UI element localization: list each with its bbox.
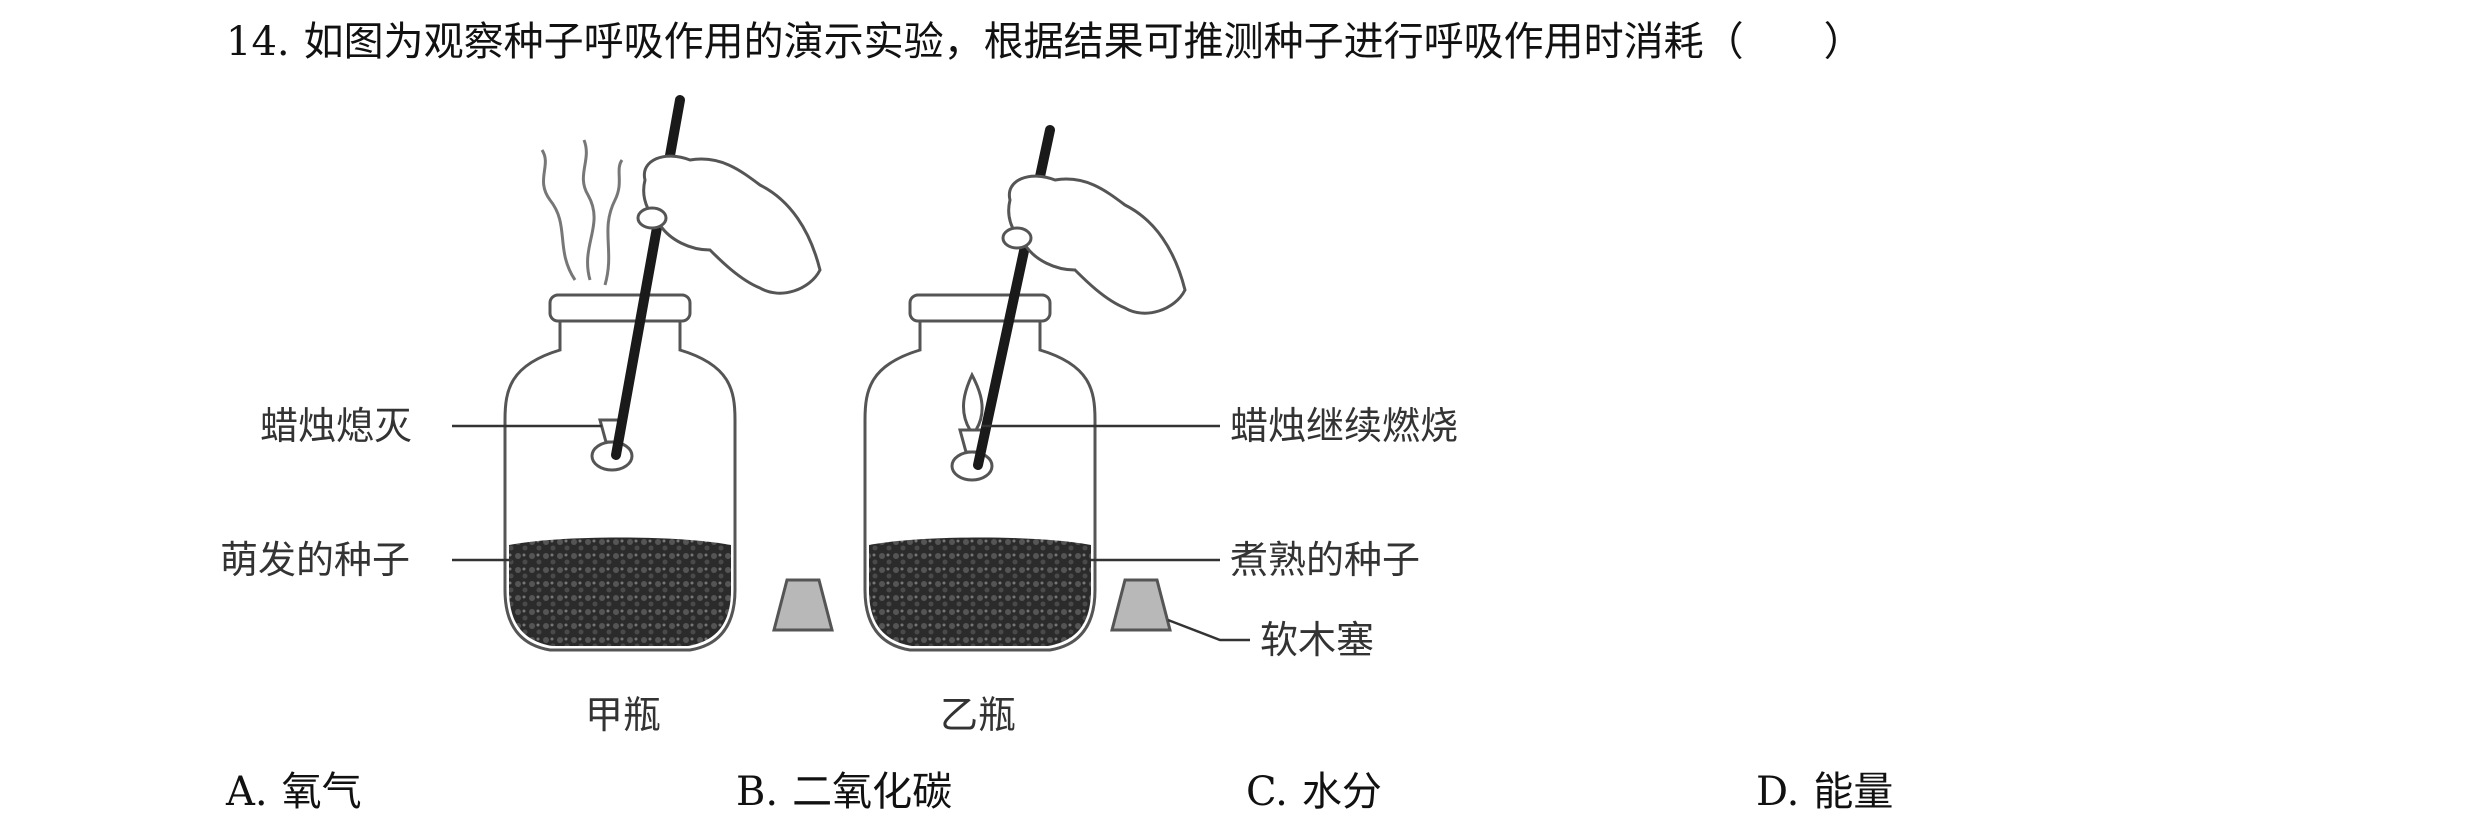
label-germinating-seeds: 萌发的种子 <box>220 538 410 582</box>
option-text: 水分 <box>1301 769 1382 815</box>
jar-b-rim <box>908 293 1052 323</box>
option-text: 能量 <box>1813 769 1894 815</box>
option-c[interactable]: C. 水分 <box>1246 760 1382 824</box>
label-cooked-seeds: 煮熟的种子 <box>1230 538 1420 582</box>
question-text: 如图为观察种子呼吸作用的演示实验，根据结果可推测种子进行呼吸作用时消耗（ ） <box>303 19 1864 65</box>
jar-a <box>503 95 822 652</box>
label-jar-b: 乙瓶 <box>940 693 1016 737</box>
option-key: C. <box>1246 769 1288 815</box>
label-jar-a: 甲瓶 <box>585 693 661 737</box>
jar-b <box>863 125 1187 652</box>
option-a[interactable]: A. 氧气 <box>226 760 362 824</box>
option-text: 二氧化碳 <box>792 769 953 815</box>
option-b[interactable]: B. 二氧化碳 <box>736 760 952 824</box>
hand-a <box>642 154 822 295</box>
label-cork: 软木塞 <box>1260 618 1374 662</box>
answer-options: A. 氧气 B. 二氧化碳 C. 水分 D. 能量 <box>226 760 2326 824</box>
leader-lines <box>452 424 1250 642</box>
candle-flame <box>962 371 984 432</box>
cooked-seeds <box>869 537 1091 646</box>
question-number: 14. <box>226 19 290 65</box>
germinating-seeds <box>509 537 731 646</box>
cork-b <box>1110 578 1172 632</box>
experiment-figure: 蜡烛熄灭 萌发的种子 蜡烛继续燃烧 煮熟的种子 软木塞 甲瓶 乙瓶 <box>220 90 1520 750</box>
option-text: 氧气 <box>281 769 362 815</box>
label-candle-out: 蜡烛熄灭 <box>260 404 412 448</box>
cork-a <box>772 578 834 632</box>
question-stem: 14. 如图为观察种子呼吸作用的演示实验，根据结果可推测种子进行呼吸作用时消耗（ … <box>226 10 1864 74</box>
label-candle-burning: 蜡烛继续燃烧 <box>1230 404 1458 448</box>
smoke <box>540 139 624 286</box>
option-key: D. <box>1756 769 1800 815</box>
option-key: B. <box>736 769 779 815</box>
option-d[interactable]: D. 能量 <box>1756 760 1893 824</box>
option-key: A. <box>226 769 268 815</box>
jar-a-rim <box>548 293 692 323</box>
hand-b <box>1007 174 1187 315</box>
